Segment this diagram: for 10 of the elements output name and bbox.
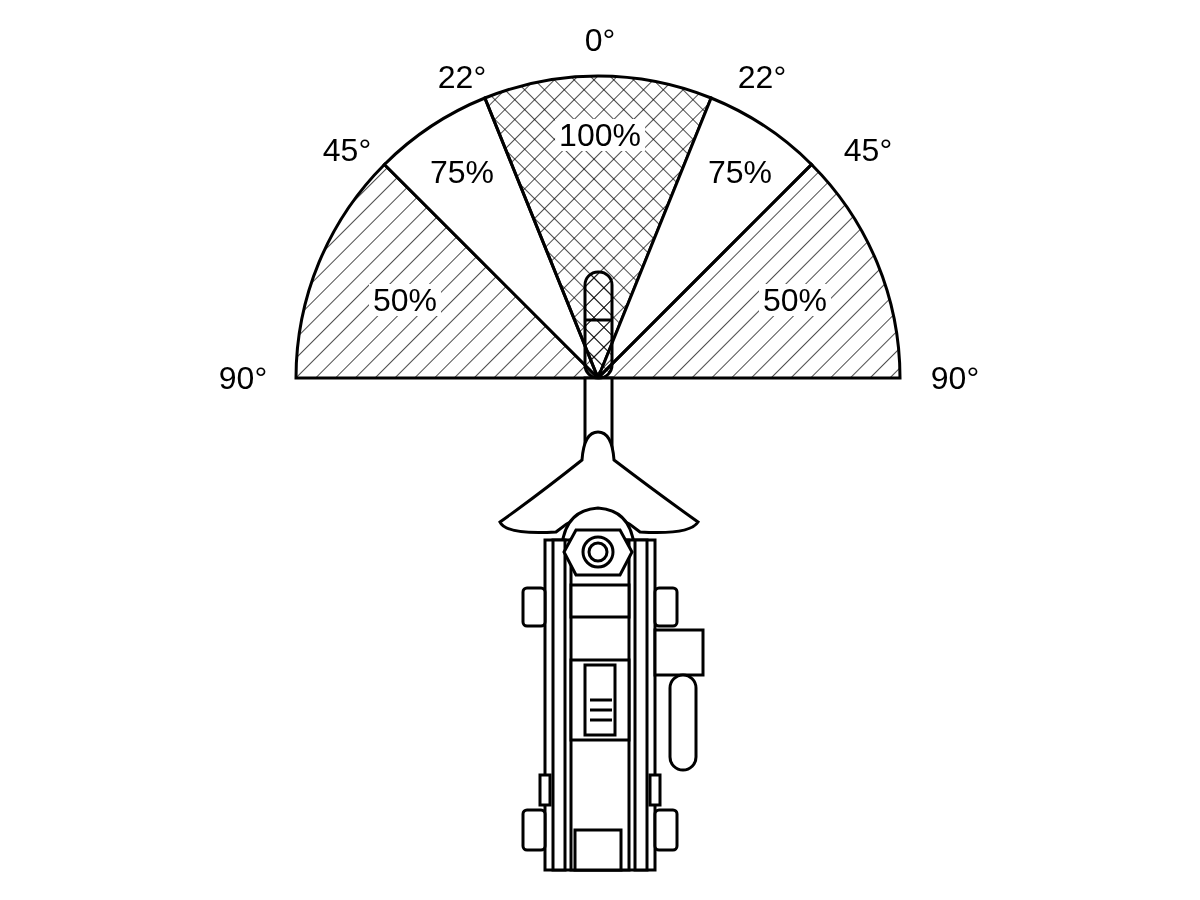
- angle-label: 90°: [218, 362, 268, 394]
- angle-label: 90°: [930, 362, 980, 394]
- angle-label: 45°: [322, 134, 372, 166]
- angle-label: 22°: [437, 61, 487, 93]
- load-percentage-label: 100%: [555, 119, 645, 151]
- angle-label: 45°: [843, 134, 893, 166]
- angle-label: 0°: [584, 24, 616, 56]
- load-percentage-label: 50%: [369, 284, 441, 316]
- load-percentage-label: 50%: [759, 284, 831, 316]
- angle-label: 22°: [737, 61, 787, 93]
